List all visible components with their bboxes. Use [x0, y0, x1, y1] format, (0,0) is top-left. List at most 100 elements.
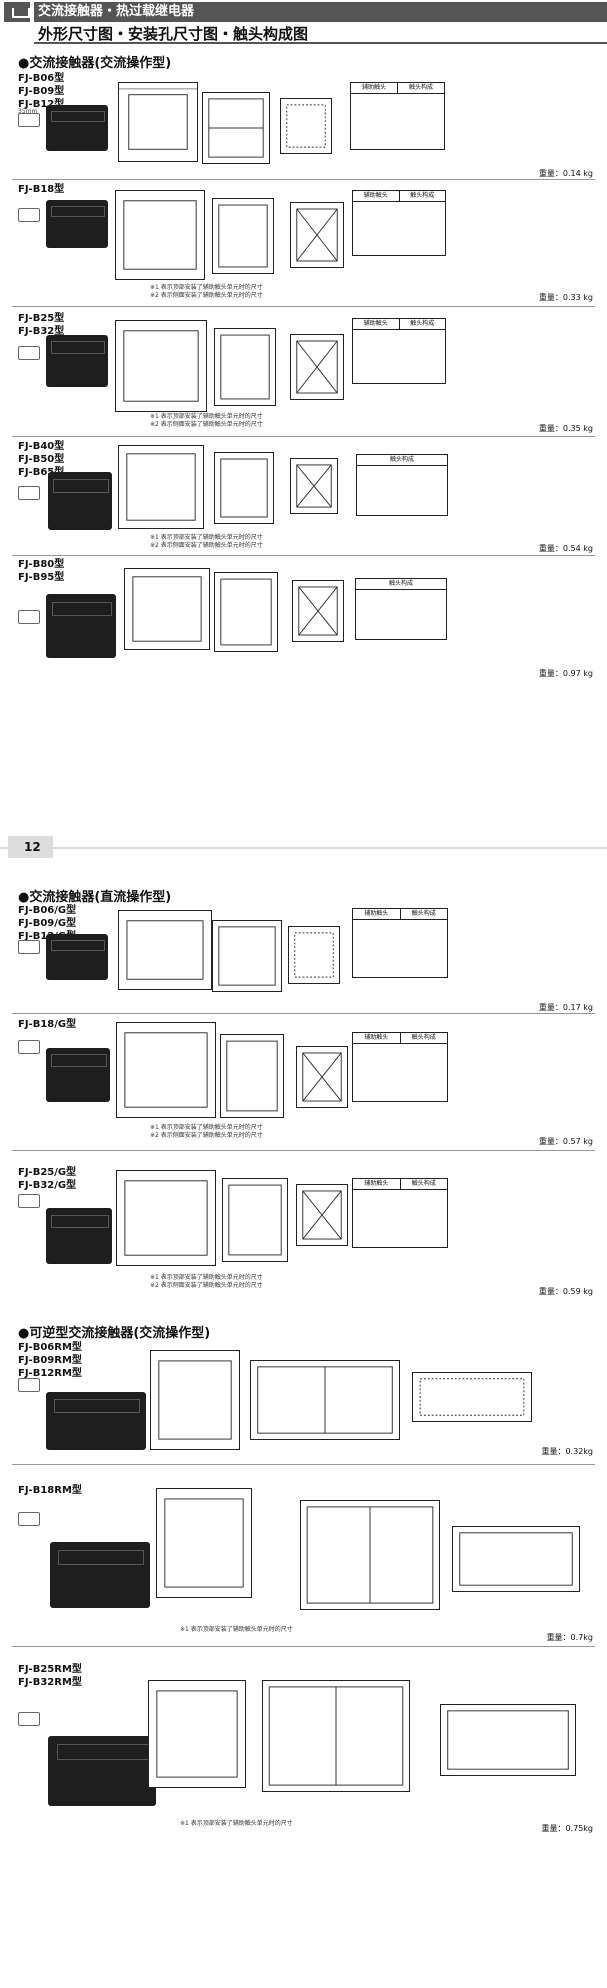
mounting-hole-drawing — [292, 580, 344, 642]
weight-label: 重量：0.7kg — [546, 1633, 593, 1642]
contact-table: 辅助触头触头构成 — [352, 1032, 448, 1102]
product-photo — [46, 934, 108, 980]
weight-label: 重量：0.54 kg — [538, 544, 593, 553]
divider — [12, 306, 595, 307]
rail-label: 35mm — [18, 108, 38, 115]
model-list: FJ-B18RM型 — [18, 1485, 82, 1496]
mounting-hole-drawing — [290, 334, 344, 400]
din-rail-icon — [18, 346, 40, 360]
din-rail-icon — [18, 1040, 40, 1054]
divider — [12, 179, 595, 180]
front-view-drawing — [220, 1034, 284, 1118]
mounting-hole-drawing — [280, 98, 332, 154]
product-photo — [50, 1542, 150, 1608]
side-view-drawing — [115, 190, 205, 280]
product-photo — [46, 1392, 146, 1450]
model-list: FJ-B18型 — [18, 184, 65, 195]
side-view-drawing — [118, 82, 198, 162]
contact-table: 辅助触头触头构成 — [352, 908, 448, 978]
product-photo — [46, 594, 116, 658]
front-view-drawing — [214, 572, 278, 652]
product-photo — [46, 105, 108, 151]
footnote-1: ※1 表示顶部安装了辅助触头单元时的尺寸 — [150, 534, 263, 541]
footnote-2: ※2 表示侧面安装了辅助触头单元时的尺寸 — [150, 1282, 263, 1289]
front-view-drawing — [202, 92, 270, 164]
footnote-1: ※1 表示顶部安装了辅助触头单元时的尺寸 — [150, 284, 263, 291]
product-photo — [46, 335, 108, 387]
mounting-hole-drawing — [296, 1184, 348, 1246]
footnote-2: ※2 表示侧面安装了辅助触头单元时的尺寸 — [150, 542, 263, 549]
page-header: 交流接触器・热过载继电器 外形尺寸图・安装孔尺寸图・触头构成图 — [0, 0, 607, 44]
product-photo — [48, 1736, 156, 1806]
weight-label: 重量：0.97 kg — [538, 669, 593, 678]
mounting-hole-drawing — [288, 926, 340, 984]
weight-label: 重量：0.14 kg — [538, 169, 593, 178]
divider — [12, 555, 595, 556]
mounting-hole-drawing — [452, 1526, 580, 1592]
front-view-drawing — [262, 1680, 410, 1792]
divider — [12, 1013, 595, 1014]
din-rail-icon — [18, 208, 40, 222]
side-view-drawing — [115, 320, 207, 412]
header-title: 交流接触器・热过载继电器 — [34, 2, 607, 22]
footnote-1: ※1 表示顶部安装了辅助触头单元时的尺寸 — [180, 1820, 293, 1827]
front-view-drawing — [222, 1178, 288, 1262]
side-view-drawing — [148, 1680, 246, 1788]
front-view-drawing — [212, 920, 282, 992]
weight-label: 重量：0.75kg — [541, 1824, 593, 1833]
divider — [12, 1150, 595, 1151]
mounting-hole-drawing — [290, 202, 344, 268]
footnote-2: ※2 表示侧面安装了辅助触头单元时的尺寸 — [150, 421, 263, 428]
contact-table: 触头构成 — [356, 454, 448, 516]
din-rail-icon — [18, 486, 40, 500]
contact-table: 辅助触头触头构成 — [350, 82, 445, 150]
weight-label: 重量：0.17 kg — [538, 1003, 593, 1012]
footnote-1: ※1 表示顶部安装了辅助触头单元时的尺寸 — [180, 1626, 293, 1633]
side-view-drawing — [116, 1022, 216, 1118]
din-rail-icon — [18, 1712, 40, 1726]
front-view-drawing — [300, 1500, 440, 1610]
weight-label: 重量：0.33 kg — [538, 293, 593, 302]
section-title-reversible: ●可逆型交流接触器(交流操作型) — [18, 1326, 211, 1341]
din-rail-icon — [18, 1512, 40, 1526]
page-number: 12 — [8, 836, 53, 858]
footnote-1: ※1 表示顶部安装了辅助触头单元时的尺寸 — [150, 1124, 263, 1131]
front-view-drawing — [212, 198, 274, 274]
divider — [12, 1646, 595, 1647]
weight-label: 重量：0.57 kg — [538, 1137, 593, 1146]
side-view-drawing — [124, 568, 210, 650]
side-view-drawing — [118, 445, 204, 529]
page-band — [0, 847, 607, 849]
footnote-1: ※1 表示顶部安装了辅助触头单元时的尺寸 — [150, 1274, 263, 1281]
contact-table: 辅助触头触头构成 — [352, 1178, 448, 1248]
section-title-dc-operated: ●交流接触器(直流操作型) — [18, 890, 172, 905]
product-photo — [46, 1208, 112, 1264]
din-rail-icon — [18, 1378, 40, 1392]
front-view-drawing — [250, 1360, 400, 1440]
divider — [12, 436, 595, 437]
divider — [12, 1464, 595, 1465]
contact-table: 辅助触头触头构成 — [352, 190, 446, 256]
mounting-hole-drawing — [290, 458, 338, 514]
product-photo — [46, 1048, 110, 1102]
relay-icon — [4, 2, 30, 22]
side-view-drawing — [116, 1170, 216, 1266]
section-title-ac-operated: ●交流接触器(交流操作型) — [18, 56, 172, 71]
contact-table: 辅助触头触头构成 — [352, 318, 446, 384]
footnote-2: ※2 表示侧面安装了辅助触头单元时的尺寸 — [150, 292, 263, 299]
footnote-1: ※1 表示顶部安装了辅助触头单元时的尺寸 — [150, 413, 263, 420]
din-rail-icon — [18, 610, 40, 624]
weight-label: 重量：0.35 kg — [538, 424, 593, 433]
side-view-drawing — [118, 910, 212, 990]
header-subtitle: 外形尺寸图・安装孔尺寸图・触头构成图 — [34, 24, 607, 44]
din-rail-icon — [18, 1194, 40, 1208]
mounting-hole-drawing — [440, 1704, 576, 1776]
product-photo — [48, 472, 112, 530]
front-view-drawing — [214, 328, 276, 406]
